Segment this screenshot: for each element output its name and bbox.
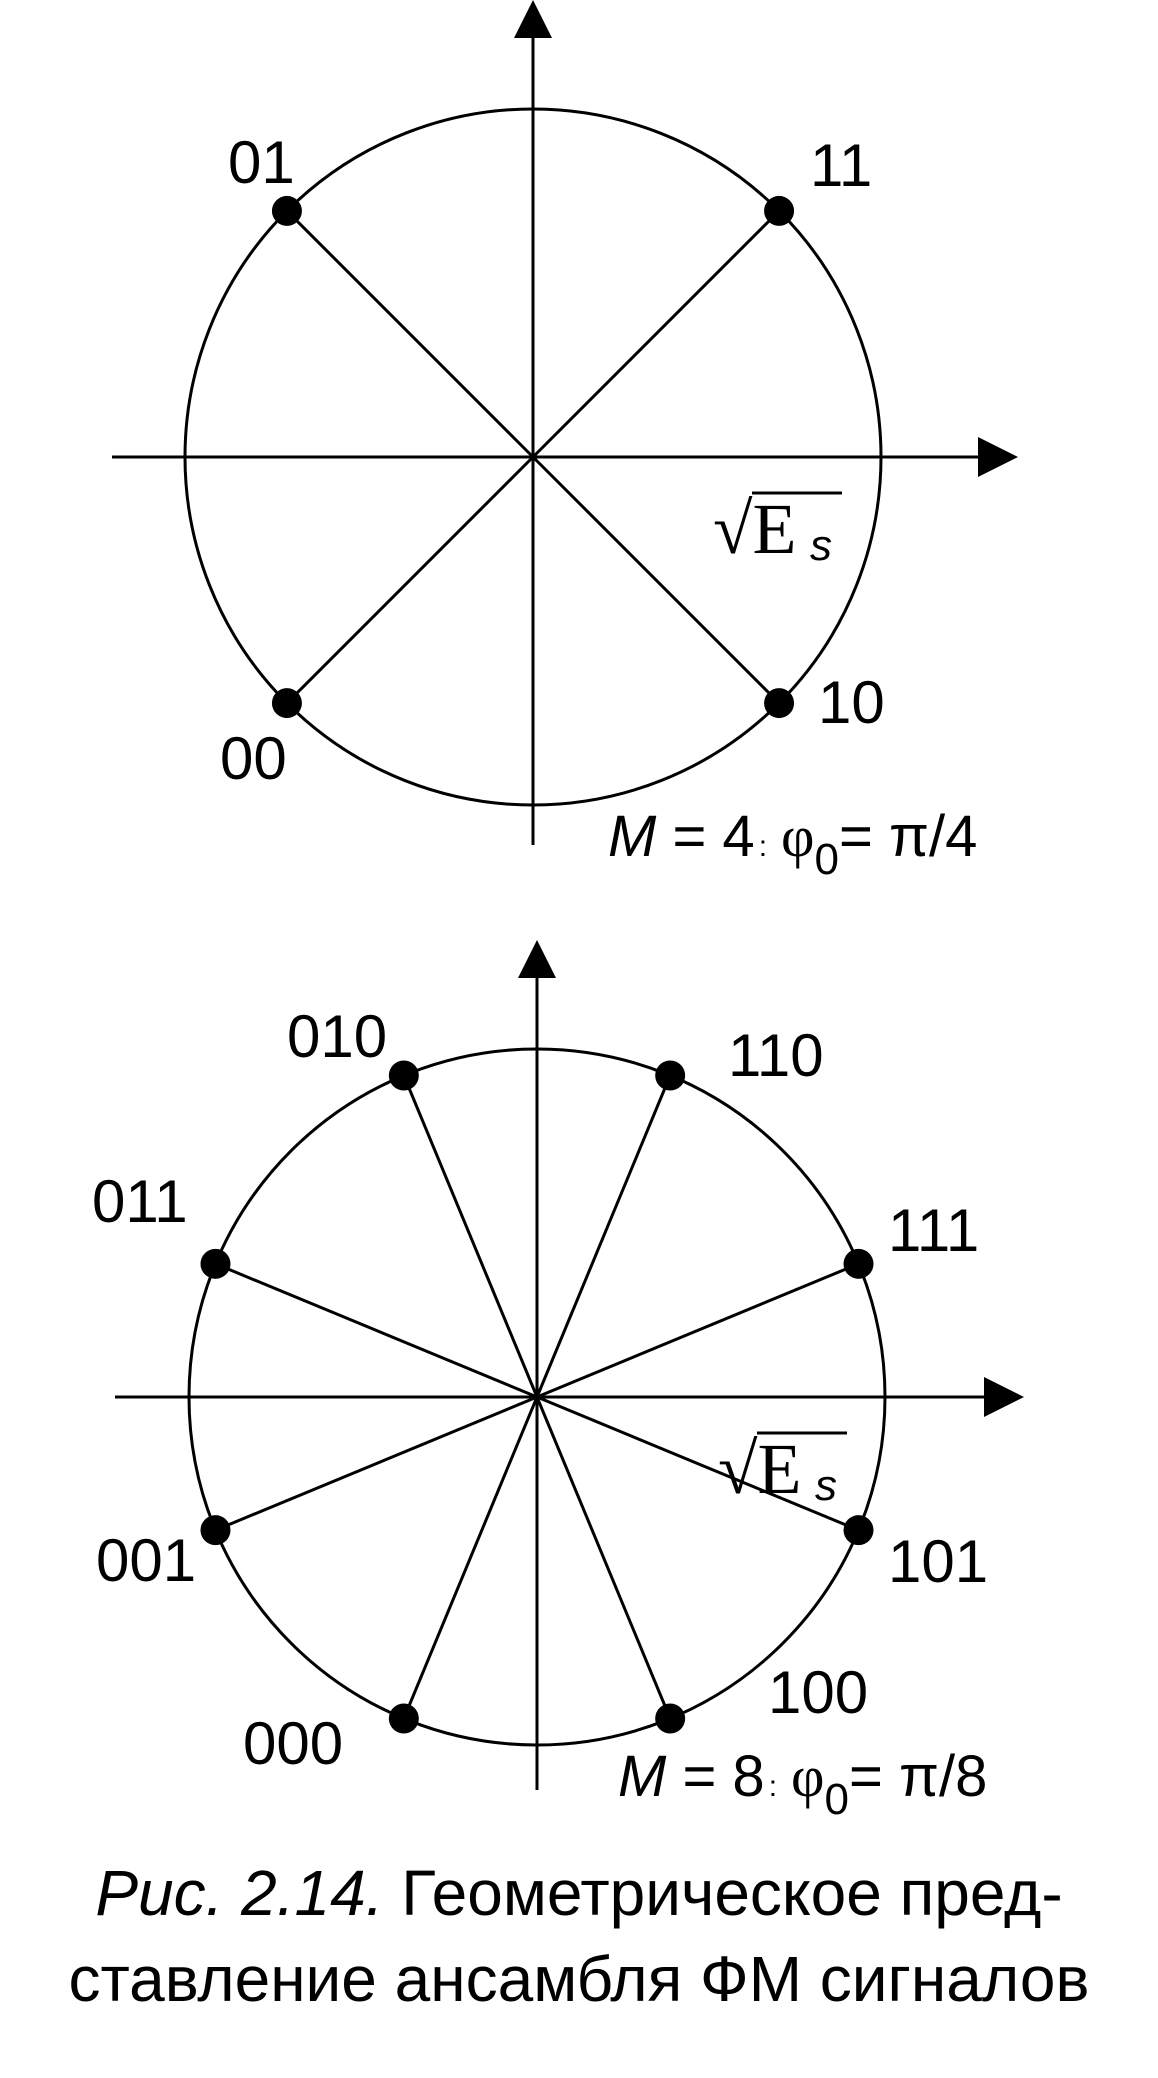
phase-spoke [535,1396,672,1720]
phase-spoke [402,1396,539,1720]
amplitude-label: √E s [718,1429,847,1510]
svg-text:M = 4:φ0= π/4: M = 4: φ0= π/4 [608,804,977,884]
constellation-point [200,1515,231,1546]
phase-spoke [536,1395,860,1532]
constellation-point [764,195,795,226]
constellation-point [271,688,302,719]
param-m-value: = 8 [666,1744,764,1809]
symbol-label-000: 000 [243,1710,343,1777]
symbol-label-10: 10 [818,669,885,736]
symbol-label-01: 01 [228,129,295,196]
param-phi-value: = π/8 [849,1744,987,1809]
phase-spoke [536,1262,860,1399]
caption-line-1: Рис. 2.14. Геометрическое пред- [0,1850,1158,1936]
phase-spoke [285,209,535,459]
y-axis-arrow-icon [514,0,552,38]
symbol-label-00: 00 [220,725,287,792]
phase-spoke [214,1395,538,1532]
param-phi-value: = π/4 [839,804,977,869]
constellation-point [843,1515,874,1546]
param-m-value: = 4 [656,804,754,869]
symbol-label-110: 110 [728,1022,824,1089]
constellation-point [271,195,302,226]
symbol-label-010: 010 [287,1003,387,1070]
constellation-circle [183,107,883,807]
phase-spoke [535,1074,672,1398]
constellation-point [655,1060,686,1091]
caption-figure-ref: Рис. 2.14. [95,1857,384,1929]
phase-spoke [531,209,781,459]
caption-line-2: ставление ансамбля ФМ сигналов [68,1943,1090,2015]
constellation-point [655,1703,686,1734]
param-phi: φ [781,804,814,869]
x-axis-arrow-icon [984,1377,1024,1417]
amplitude-label: √E s [713,489,842,570]
param-m: M [618,1744,667,1809]
symbol-label-101: 101 [888,1528,988,1595]
caption-text-1: Геометрическое пред- [383,1857,1063,1929]
symbol-label-011: 011 [92,1168,188,1235]
phase-spoke [285,455,535,705]
psk-constellation-figure: 01 11 10 00 √E s M = 4:φ0= π/4 111 110 0… [92,0,1024,1824]
constellation-circle [187,1047,887,1747]
phase-spoke [531,455,781,705]
param-sep: : [769,1770,777,1803]
phase-spoke [402,1074,539,1398]
phase-spoke [214,1262,538,1399]
amplitude-subscript: s [810,521,832,570]
figure-caption: Рис. 2.14. Геометрическое пред- ставлени… [0,1850,1158,2022]
constellation-point [200,1248,231,1279]
symbol-label-001: 001 [96,1527,196,1594]
param-sep: : [759,830,767,863]
param-phi-sub: 0 [815,835,839,884]
modulation-param: M = 4: φ0= π/4 [608,804,977,884]
param-m: M [608,804,657,869]
amplitude-subscript: s [815,1461,837,1510]
param-phi: φ [791,1744,824,1809]
y-axis-arrow-icon [518,940,556,978]
constellation-point [388,1703,419,1734]
symbol-label-100: 100 [768,1659,868,1726]
sqrt-e-label: √E [713,489,797,569]
symbol-label-11: 11 [810,132,872,199]
qpsk-diagram: 01 11 10 00 √E s M = 4: φ0= π/4 [112,0,1018,884]
param-phi-sub: 0 [825,1775,849,1824]
x-axis-arrow-icon [978,437,1018,477]
symbol-label-111: 111 [888,1197,979,1264]
constellation-point [388,1060,419,1091]
modulation-param: M = 8: φ0= π/8 [618,1744,987,1824]
constellation-point [764,688,795,719]
constellation-point [843,1248,874,1279]
sqrt-e-label: √E [718,1429,802,1509]
8psk-diagram: 111 110 010 011 001 000 100 101 √E s M =… [92,940,1024,1824]
svg-text:M = 8:φ0= π/8: M = 8: φ0= π/8 [618,1744,987,1824]
